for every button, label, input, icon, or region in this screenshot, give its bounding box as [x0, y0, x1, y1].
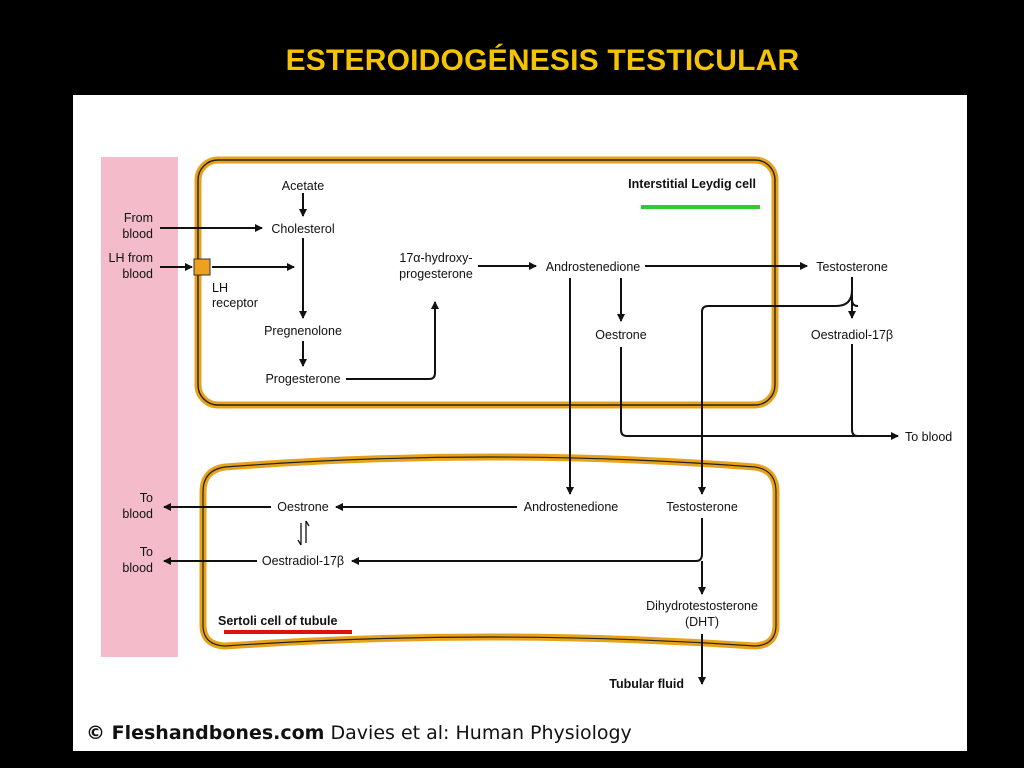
leydig-cell-membrane	[194, 156, 779, 409]
dht-label-line1: Dihydrotestosterone	[646, 599, 758, 613]
diagram-panel	[73, 95, 967, 751]
leydig-oestrone-label: Oestrone	[595, 328, 646, 342]
equilibrium-arrows	[297, 520, 310, 546]
sertoli-cell-title: Sertoli cell of tubule	[218, 614, 338, 628]
lh-receptor-label-line2: receptor	[212, 296, 258, 310]
to-blood-oestrone-label-line2: blood	[122, 507, 153, 521]
source-credit: © Fleshandbones.com Davies et al: Human …	[86, 722, 632, 744]
sertoli-oestrone-label: Oestrone	[277, 500, 328, 514]
progesterone-label: Progesterone	[265, 372, 340, 386]
tubular-fluid-label: Tubular fluid	[609, 677, 684, 691]
cholesterol-label: Cholesterol	[271, 222, 334, 236]
from-blood-label-line1: From	[124, 211, 153, 225]
pathway-arrows	[160, 193, 899, 685]
to-blood-right-label: To blood	[905, 430, 952, 444]
sertoli-oestradiol-label: Oestradiol-17β	[262, 554, 344, 568]
credit-site: © Fleshandbones.com	[86, 722, 325, 744]
hydroxyprogesterone-label-line1: 17α-hydroxy-	[399, 251, 472, 265]
lh-receptor-label-line1: LH	[212, 281, 228, 295]
lh-from-blood-label-line2: blood	[122, 267, 153, 281]
leydig-cell-title: Interstitial Leydig cell	[628, 177, 756, 191]
sertoli-highlight-bar	[224, 630, 352, 634]
sertoli-androstenedione-label: Androstenedione	[524, 500, 619, 514]
dht-label-line2: (DHT)	[685, 615, 719, 629]
blood-vessel	[101, 157, 178, 657]
leydig-highlight-bar	[641, 205, 760, 209]
credit-citation: Davies et al: Human Physiology	[324, 722, 632, 744]
to-blood-oestradiol-label-line1: To	[140, 545, 153, 559]
lh-receptor-marker	[193, 258, 211, 276]
to-blood-oestrone-label-line1: To	[140, 491, 153, 505]
slide-title: ESTEROIDOGÉNESIS TESTICULAR	[285, 44, 800, 77]
pregnenolone-label: Pregnenolone	[264, 324, 342, 338]
from-blood-label-line2: blood	[122, 227, 153, 241]
hydroxyprogesterone-label-line2: progesterone	[399, 267, 473, 281]
leydig-oestradiol-label: Oestradiol-17β	[811, 328, 893, 342]
to-blood-oestradiol-label-line2: blood	[122, 561, 153, 575]
lh-from-blood-label-line1: LH from	[109, 251, 153, 265]
acetate-label: Acetate	[282, 179, 324, 193]
sertoli-testosterone-label: Testosterone	[666, 500, 738, 514]
leydig-testosterone-label: Testosterone	[816, 260, 888, 274]
leydig-androstenedione-label: Androstenedione	[546, 260, 641, 274]
